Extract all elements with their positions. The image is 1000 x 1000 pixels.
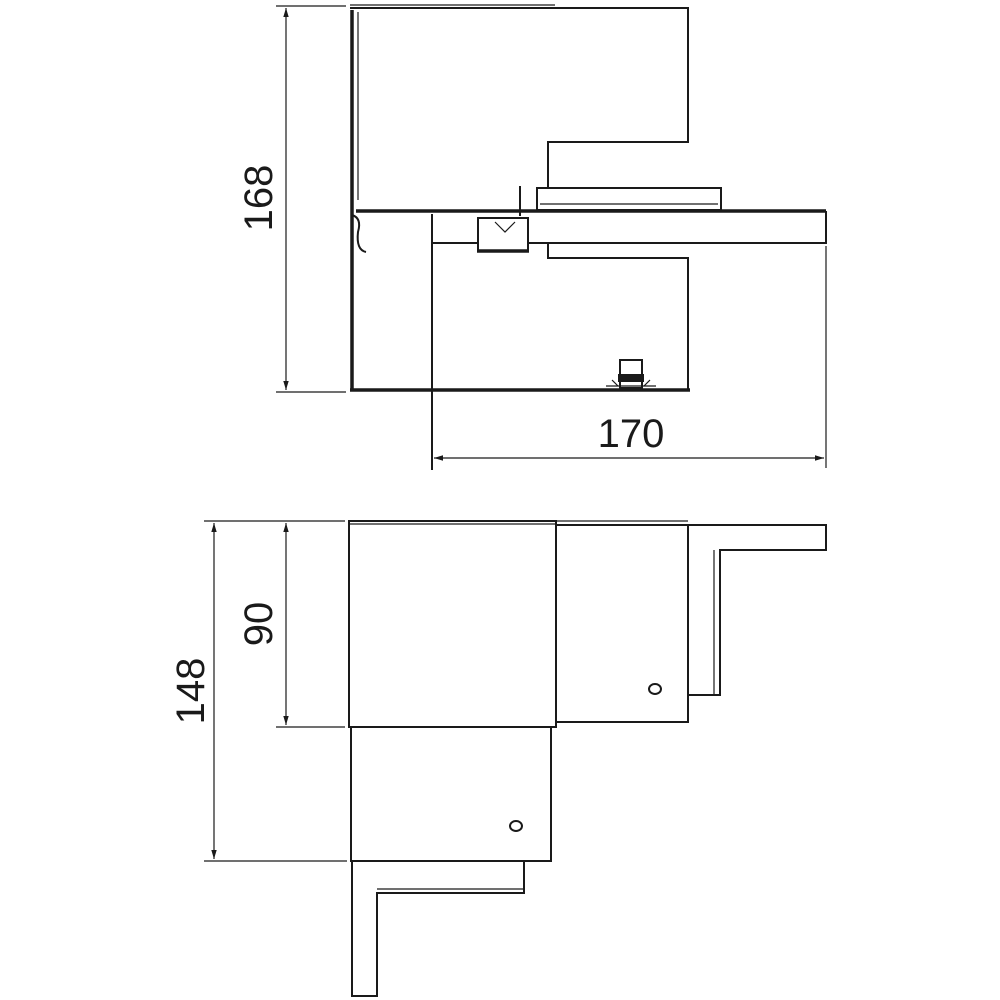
bottom-view-lower-box	[350, 727, 552, 862]
dim-168-label: 168	[237, 165, 281, 232]
top-view-clip	[477, 217, 529, 252]
lower-screw-hole	[509, 820, 523, 832]
bottom-view-right-flange	[688, 524, 827, 696]
bottom-view-upper-square	[348, 520, 557, 728]
dimension-148: 148	[169, 520, 347, 862]
dimension-168: 168	[237, 5, 346, 393]
top-view: 168 170	[237, 4, 827, 470]
bottom-view-right-box	[556, 524, 689, 723]
bottom-view-lower-flange	[351, 861, 525, 997]
dim-170-label: 170	[598, 412, 665, 456]
top-view-lower-body	[547, 243, 689, 390]
top-view-lid-plate	[536, 187, 722, 211]
right-screw-hole	[648, 683, 662, 695]
bottom-view: 90 148	[169, 520, 827, 997]
dimension-90: 90	[237, 520, 345, 728]
dimension-170: 170	[434, 246, 827, 468]
dim-148-label: 148	[169, 658, 213, 725]
dim-90-label: 90	[237, 602, 281, 647]
top-view-upper-body	[350, 7, 689, 188]
